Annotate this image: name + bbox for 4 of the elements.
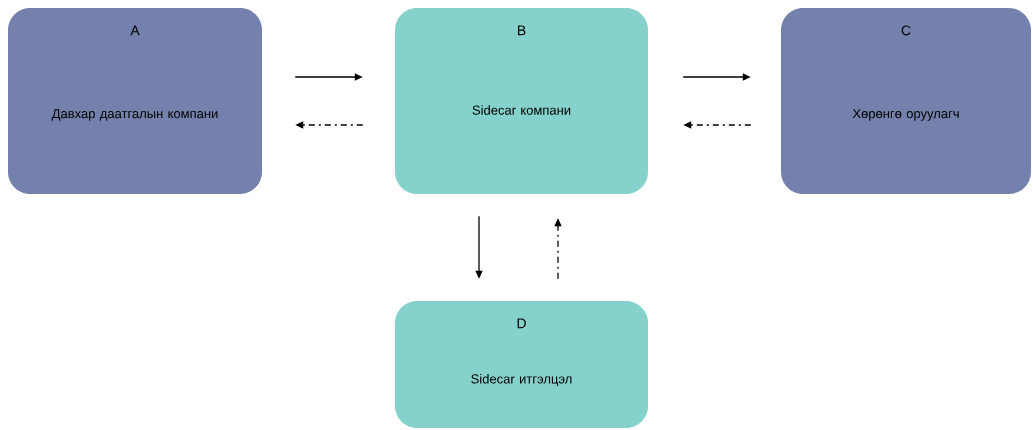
process-box: C Хөрөнгө оруулагч [781,8,1031,194]
process-box: B Sidecar компани [395,8,648,194]
process-box: A Давхар даатгалын компани [8,8,262,194]
process-box: D Sidecar итгэлцэл [395,301,648,428]
